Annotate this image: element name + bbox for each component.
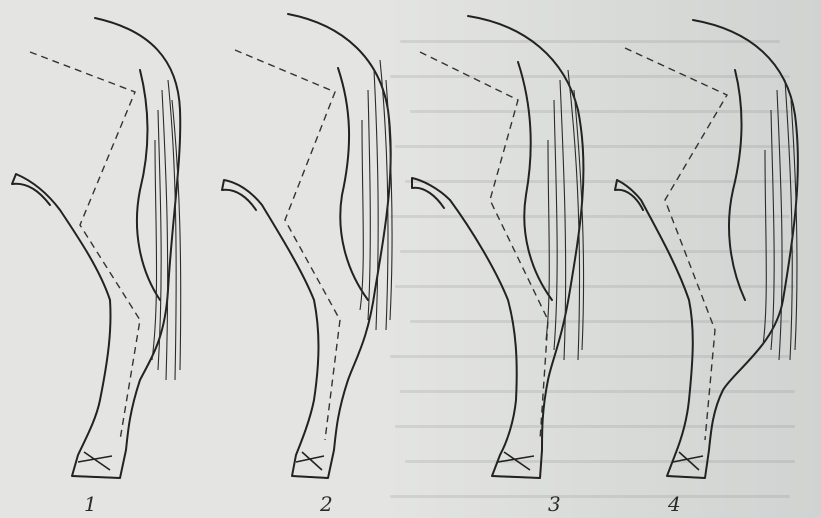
figure-label-1: 1 — [84, 492, 97, 516]
hind-leg-drawing-4 — [615, 20, 798, 478]
figure-label-2: 2 — [320, 492, 333, 516]
hind-leg-drawing-2 — [222, 14, 392, 478]
figure-label-3: 3 — [548, 492, 561, 516]
hind-leg-drawing-1 — [12, 18, 181, 478]
hind-leg-drawing-3 — [412, 16, 584, 478]
figure-label-4: 4 — [668, 492, 681, 516]
